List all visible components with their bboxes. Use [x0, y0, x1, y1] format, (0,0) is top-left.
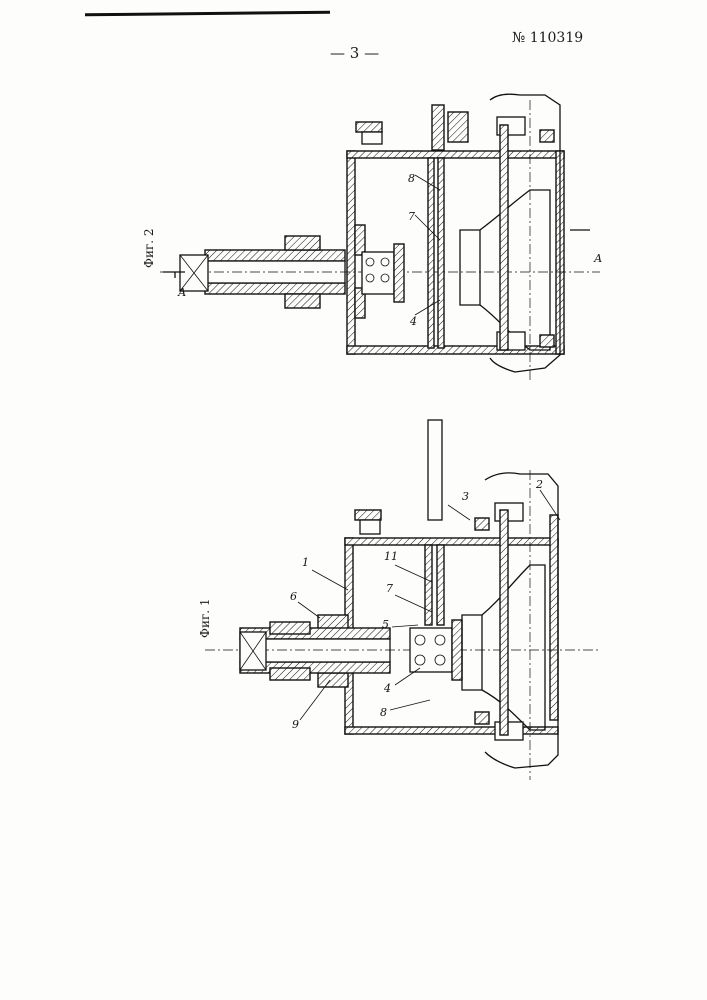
callout-7-fig1: 7 [386, 582, 393, 595]
callout-7-fig2: 7 [408, 210, 415, 223]
section-mark-top: А [177, 286, 186, 299]
callout-3-fig1: 3 [462, 490, 469, 503]
callout-11-fig1: 11 [384, 550, 398, 563]
callout-4-fig1: 4 [383, 682, 391, 695]
callout-1-fig1: 1 [302, 556, 309, 569]
callout-2-fig1: 2 [535, 478, 543, 491]
section-mark-bottom: А [593, 252, 602, 265]
figure-1-drawing [205, 420, 600, 780]
callout-5-fig1: 5 [382, 618, 389, 631]
callout-9-fig1: 9 [292, 718, 299, 731]
callout-6-fig1: 6 [290, 590, 297, 603]
callout-8-fig1: 8 [380, 706, 387, 719]
callout-4-fig2: 4 [409, 315, 417, 328]
callout-8-fig2: 8 [408, 172, 415, 185]
figure-2-drawing [160, 94, 600, 380]
